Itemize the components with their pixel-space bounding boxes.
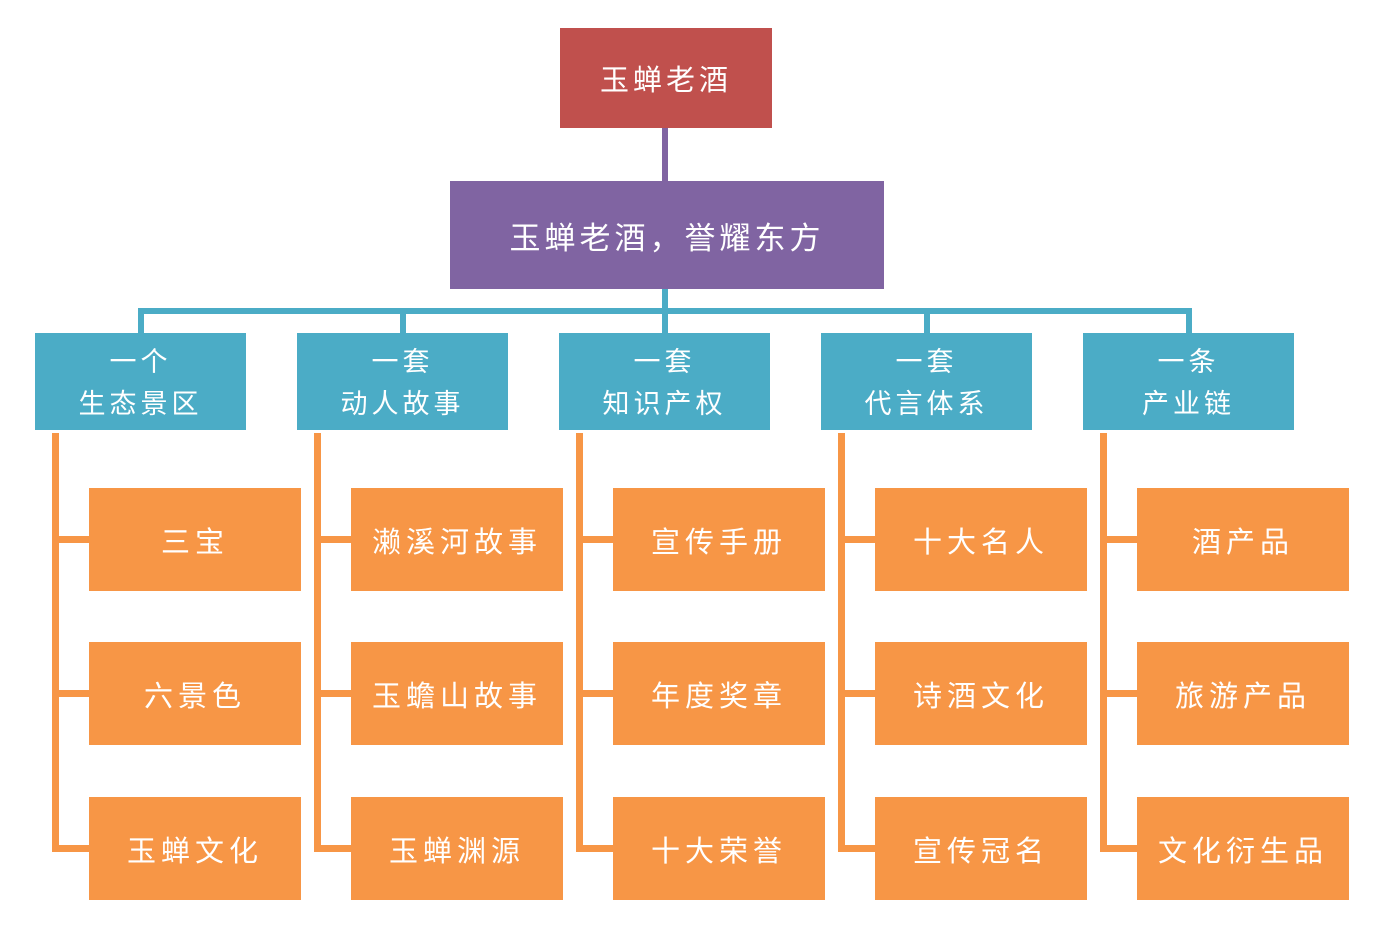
item-node: 诗酒文化	[875, 642, 1087, 745]
category-title-line2: 动人故事	[340, 388, 465, 419]
branch-column-4: 一套 代言体系 十大名人 诗酒文化 宣传冠名	[821, 333, 1087, 900]
item-node: 十大荣誉	[613, 797, 825, 900]
connector-drop-5	[1186, 308, 1192, 333]
connector-root-slogan	[662, 128, 668, 181]
branch-stub	[1100, 690, 1137, 697]
item-node: 玉蝉渊源	[351, 797, 563, 900]
category-title-line1: 一条	[1157, 346, 1220, 377]
connector-drop-4	[924, 308, 930, 333]
branch-stub	[1100, 536, 1137, 543]
item-node: 玉蝉文化	[89, 797, 301, 900]
branch-stub	[1100, 845, 1137, 852]
branch-stub	[838, 845, 875, 852]
item-node: 旅游产品	[1137, 642, 1349, 745]
category-node-1: 一个 生态景区	[35, 333, 246, 430]
branch-stub	[52, 845, 89, 852]
category-node-5: 一条 产业链	[1083, 333, 1294, 430]
branch-stub	[314, 845, 351, 852]
category-node-3: 一套 知识产权	[559, 333, 770, 430]
category-node-2: 一套 动人故事	[297, 333, 508, 430]
branch-column-1: 一个 生态景区 三宝 六景色 玉蝉文化	[35, 333, 301, 900]
category-title-line2: 产业链	[1142, 388, 1235, 419]
branch-stub	[576, 845, 613, 852]
connector-slogan-rail	[662, 289, 668, 314]
category-title-line1: 一套	[371, 346, 434, 377]
item-node: 酒产品	[1137, 488, 1349, 591]
branch-stub	[576, 690, 613, 697]
item-node: 宣传手册	[613, 488, 825, 591]
branch-stub	[52, 690, 89, 697]
item-node: 玉蟾山故事	[351, 642, 563, 745]
branch-stub	[314, 690, 351, 697]
branch-stub	[838, 690, 875, 697]
item-node: 濑溪河故事	[351, 488, 563, 591]
branch-spine-3	[576, 433, 583, 852]
category-title-line2: 生态景区	[78, 388, 203, 419]
branch-stub	[52, 536, 89, 543]
branch-spine-2	[314, 433, 321, 852]
branch-stub	[838, 536, 875, 543]
item-node: 十大名人	[875, 488, 1087, 591]
slogan-node: 玉蝉老酒，誉耀东方	[450, 181, 884, 289]
branch-stub	[314, 536, 351, 543]
connector-drop-2	[400, 308, 406, 333]
branch-spine-1	[52, 433, 59, 852]
category-node-4: 一套 代言体系	[821, 333, 1032, 430]
category-title-line2: 知识产权	[602, 388, 727, 419]
item-node: 年度奖章	[613, 642, 825, 745]
item-node: 三宝	[89, 488, 301, 591]
branch-column-2: 一套 动人故事 濑溪河故事 玉蟾山故事 玉蝉渊源	[297, 333, 563, 900]
connector-drop-3	[662, 308, 668, 333]
branch-stub	[576, 536, 613, 543]
root-node: 玉蝉老酒	[560, 28, 772, 128]
item-node: 宣传冠名	[875, 797, 1087, 900]
category-title-line1: 一套	[895, 346, 958, 377]
branch-spine-5	[1100, 433, 1107, 852]
category-title-line1: 一套	[633, 346, 696, 377]
branch-column-5: 一条 产业链 酒产品 旅游产品 文化衍生品	[1083, 333, 1349, 900]
item-node: 六景色	[89, 642, 301, 745]
category-title-line1: 一个	[109, 346, 172, 377]
item-node: 文化衍生品	[1137, 797, 1349, 900]
branch-column-3: 一套 知识产权 宣传手册 年度奖章 十大荣誉	[559, 333, 825, 900]
branch-spine-4	[838, 433, 845, 852]
connector-drop-1	[138, 308, 144, 333]
category-title-line2: 代言体系	[864, 388, 989, 419]
